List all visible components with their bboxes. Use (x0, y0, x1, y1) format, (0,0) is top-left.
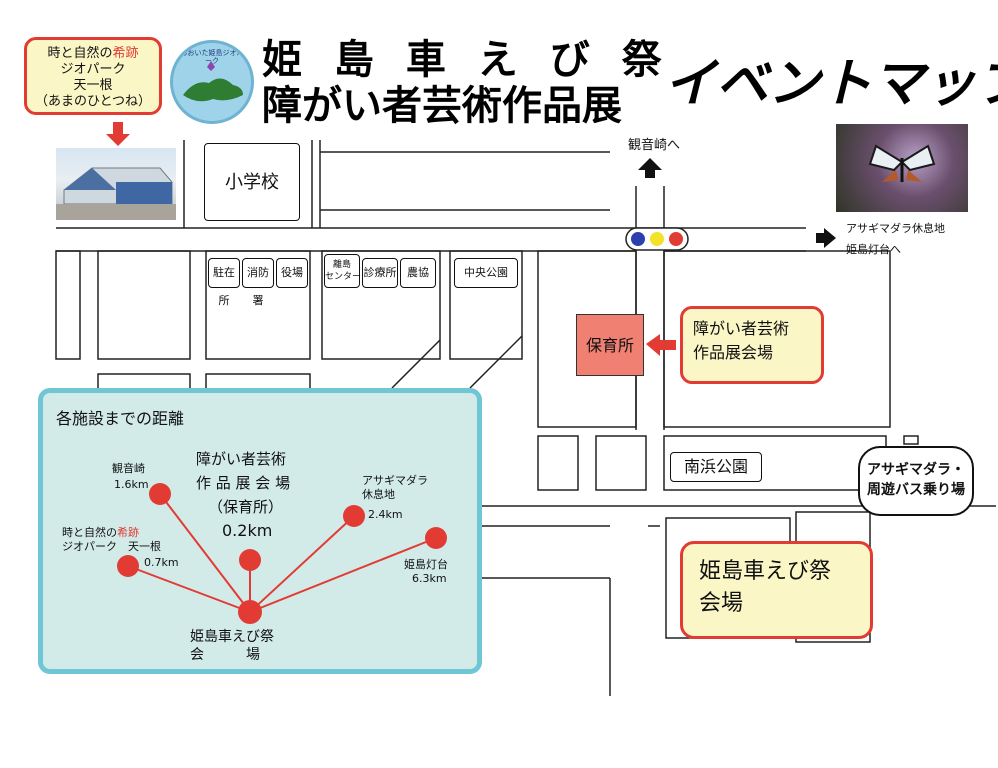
bus-stop: アサギマダラ・ 周遊バス乗り場 (858, 446, 974, 516)
town-office: 役場 (276, 258, 308, 288)
block (903, 435, 919, 445)
title-line-2: 障がい者芸術作品展 (262, 83, 622, 129)
block (321, 250, 441, 360)
callout-line2: ジオパーク (60, 62, 126, 77)
building-image (56, 167, 176, 220)
geopark-name-pre: 時と自然の (62, 526, 117, 539)
distance-panel (38, 388, 482, 674)
block (537, 435, 579, 491)
traffic-light-yellow (650, 232, 664, 246)
butterfly-image (868, 144, 936, 182)
geopark-name-line1: 時と自然の希跡 (62, 526, 139, 540)
dot-kannon (149, 483, 171, 505)
east-arrow-icon (816, 228, 836, 248)
police-box: 駐在所 (208, 258, 240, 307)
art-exhibition-venue: 障がい者芸術 作品展会場 (680, 306, 824, 384)
logo-text: おおいた姫島ジオパーク (180, 49, 244, 65)
center-distance: 0.2km (222, 521, 273, 540)
center-line2: 作 品 展 会 場 (196, 474, 291, 492)
block (205, 250, 311, 360)
callout-line4: （あまのひとつね） (34, 94, 152, 109)
nursery-school: 保育所 (576, 314, 644, 376)
title-line-1: 姫 島 車 え び 祭 (262, 37, 671, 83)
asagi-name1: アサギマダラ (362, 474, 428, 487)
elementary-school: 小学校 (204, 143, 300, 221)
block (97, 250, 191, 360)
dot-geopark (117, 555, 139, 577)
kannon-name: 観音崎 (112, 462, 145, 475)
todai-distance: 6.3km (412, 572, 447, 585)
callout-line1: 時と自然の (47, 46, 113, 61)
block (663, 250, 891, 428)
ritou-center: 離島 センター (324, 254, 361, 288)
geopark-distance: 0.7km (144, 556, 179, 569)
central-park: 中央公園 (454, 258, 518, 288)
island-icon (183, 61, 243, 102)
block (595, 435, 647, 491)
festival-line2: 会場 (699, 591, 744, 616)
festival-venue: 姫島車えび祭 会場 (680, 541, 873, 639)
title-event-map: イベントマップ (664, 54, 998, 114)
building-photo (56, 148, 176, 220)
agri-coop: 農協 (400, 258, 436, 288)
distance-panel-title: 各施設までの距離 (56, 409, 185, 428)
road-edge (469, 335, 523, 389)
line-kannon (159, 493, 251, 613)
geopark-name-red: 希跡 (117, 526, 139, 539)
center-line1: 障がい者芸術 (196, 450, 287, 468)
center-line3: （保育所） (208, 498, 284, 516)
butterfly-photo (836, 124, 968, 212)
asagi-direction: アサギマダラ休息地 (846, 222, 945, 235)
asagi-name2: 休息地 (362, 488, 395, 501)
geopark-callout: 時と自然の希跡 ジオパーク 天一根 （あまのひとつね） (24, 37, 162, 115)
block (55, 250, 81, 360)
block (449, 250, 523, 360)
bus-line2: 周遊バス乗り場 (867, 482, 965, 498)
road-edge (391, 339, 441, 389)
bus-line1: アサギマダラ・ (867, 462, 965, 478)
kannon-distance: 1.6km (114, 478, 149, 491)
dot-festival-origin (238, 600, 262, 624)
clinic: 診療所 (362, 258, 398, 288)
dot-todai (425, 527, 447, 549)
traffic-light-red (669, 232, 683, 246)
down-arrow-icon (106, 122, 130, 146)
line-asagi (249, 515, 355, 613)
callout-line3: 天一根 (73, 78, 113, 93)
origin-line1: 姫島車えび祭 (190, 629, 274, 645)
geopark-logo: おおいた姫島ジオパーク (170, 40, 254, 124)
north-arrow-icon (638, 158, 662, 178)
asagi-distance: 2.4km (368, 508, 403, 521)
todai-name: 姫島灯台 (404, 558, 448, 571)
dot-hoikusho (239, 549, 261, 571)
kannonzaki-direction: 観音崎へ (628, 138, 681, 153)
line-todai (249, 537, 437, 613)
art-venue-line1: 障がい者芸術 (693, 319, 790, 338)
left-arrow-icon (646, 334, 676, 356)
geopark-name-line2: ジオパーク 天一根 (62, 540, 161, 553)
callout-line1-red: 希跡 (112, 46, 139, 61)
festival-line1: 姫島車えび祭 (699, 559, 832, 584)
fire-station: 消防署 (242, 258, 274, 307)
origin-line2: 会 場 (190, 647, 260, 663)
line-geopark (127, 565, 251, 613)
dot-asagi (343, 505, 365, 527)
art-venue-line2: 作品展会場 (693, 343, 774, 362)
traffic-light-blue (631, 232, 645, 246)
minamihama-park: 南浜公園 (670, 452, 762, 482)
todai-direction: 姫島灯台へ (846, 243, 901, 256)
